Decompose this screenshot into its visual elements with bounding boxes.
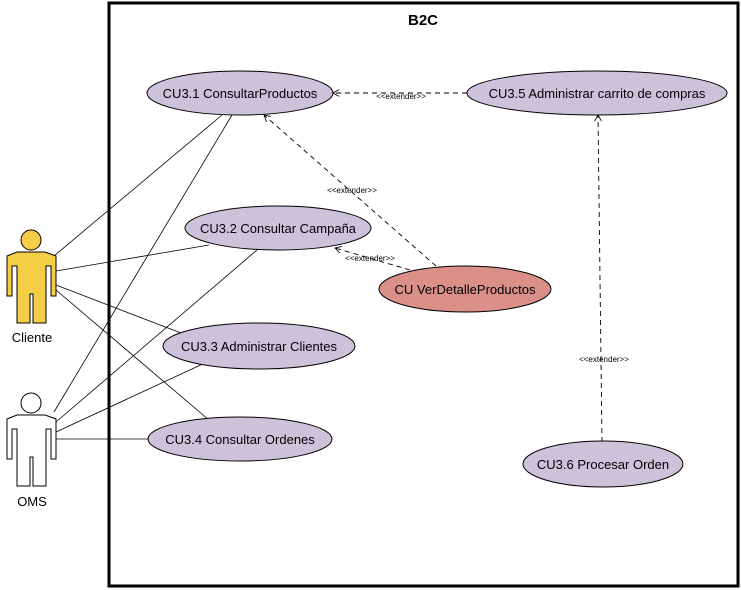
use-case-uc31-label: CU3.1 ConsultarProductos [163, 86, 318, 101]
extend-label-detalle-uc32: <<extender>> [345, 254, 395, 263]
actor-cliente-label: Cliente [12, 330, 52, 345]
actor-cliente-icon [6, 229, 57, 324]
actor-oms[interactable]: OMS [6, 392, 57, 509]
assoc-oms-uc31 [53, 114, 233, 413]
extend-label-detalle-uc31: <<extender>> [327, 186, 377, 195]
use-case-uc36[interactable]: CU3.6 Procesar Orden [522, 440, 684, 488]
use-case-uc34-label: CU3.4 Consultar Ordenes [165, 432, 315, 447]
extend-uc36-uc35 [598, 115, 603, 443]
extend-detalle-uc32 [335, 248, 411, 271]
system-title: B2C [408, 12, 438, 29]
use-case-uc34[interactable]: CU3.4 Consultar Ordenes [147, 416, 333, 462]
assoc-cliente-uc31 [53, 114, 223, 257]
extend-label-uc36-uc35: <<extender>> [579, 355, 629, 364]
assoc-oms-uc33 [55, 361, 208, 433]
use-case-uc31[interactable]: CU3.1 ConsultarProductos [146, 70, 334, 116]
associations [53, 114, 258, 440]
assoc-cliente-uc32 [55, 244, 210, 272]
use-case-uc33[interactable]: CU3.3 Administrar Clientes [162, 322, 356, 370]
use-case-uc33-label: CU3.3 Administrar Clientes [181, 339, 338, 354]
use-case-uc35-label: CU3.5 Administrar carrito de compras [489, 86, 706, 101]
extend-relations [264, 93, 603, 443]
actor-oms-icon [6, 392, 57, 487]
assoc-oms-uc32 [55, 249, 258, 423]
extend-label-uc35-uc31: <<extender>> [376, 92, 426, 101]
extend-detalle-uc31 [264, 115, 437, 267]
system-boundary [107, 1, 740, 588]
actor-cliente[interactable]: Cliente [6, 229, 57, 345]
use-case-detalle[interactable]: CU VerDetalleProductos [378, 265, 552, 313]
use-case-uc35[interactable]: CU3.5 Administrar carrito de compras [466, 70, 728, 116]
assoc-cliente-uc34 [55, 289, 210, 421]
use-case-uc32[interactable]: CU3.2 Consultar Campaña [184, 205, 372, 251]
use-case-uc36-label: CU3.6 Procesar Orden [537, 457, 669, 472]
use-case-detalle-label: CU VerDetalleProductos [395, 282, 536, 297]
assoc-cliente-uc33 [55, 284, 182, 334]
actor-oms-label: OMS [17, 494, 47, 509]
use-case-uc32-label: CU3.2 Consultar Campaña [200, 221, 357, 236]
